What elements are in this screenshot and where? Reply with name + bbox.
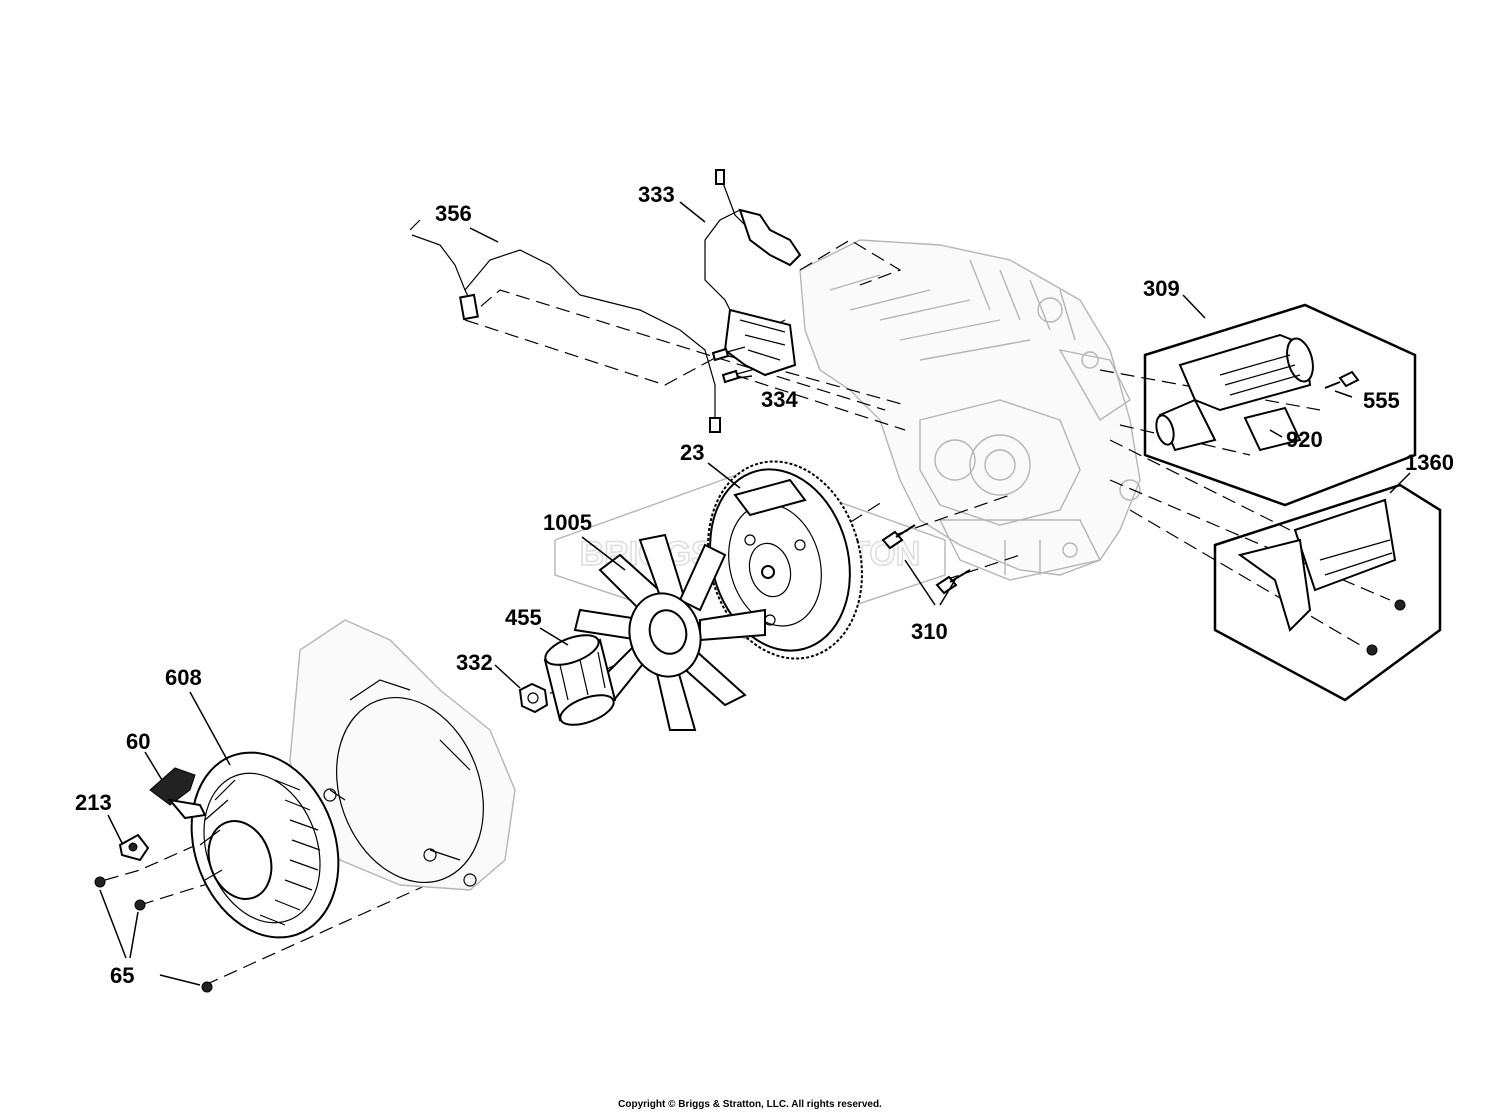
flywheel-nut-332 — [518, 682, 549, 714]
callout-60: 60 — [126, 729, 150, 754]
rope-guide-213 — [118, 833, 150, 862]
bolts-310 — [881, 524, 971, 595]
callout-920: 920 — [1286, 427, 1323, 452]
copyright-notice: Copyright © Briggs & Stratton, LLC. All … — [618, 1099, 882, 1110]
recoil-starter-60 — [190, 751, 340, 939]
starter-motor-kit-309 — [1143, 303, 1417, 507]
callout-310: 310 — [911, 619, 948, 644]
starter-handle — [149, 767, 207, 820]
starter-kit-1360 — [1213, 483, 1442, 702]
flywheel-23 — [707, 460, 863, 660]
callout-332: 332 — [456, 650, 493, 675]
callout-608: 608 — [165, 665, 202, 690]
starter-cup-455 — [543, 634, 617, 726]
callout-65: 65 — [110, 963, 134, 988]
leader-lines — [99, 201, 1411, 986]
callout-1360: 1360 — [1405, 450, 1454, 475]
callout-333: 333 — [638, 182, 675, 207]
callout-334: 334 — [761, 387, 798, 412]
callout-455: 455 — [505, 605, 542, 630]
wire-harness-356 — [409, 219, 721, 433]
ignition-armature-333 — [704, 169, 802, 377]
callout-1005: 1005 — [543, 510, 592, 535]
callout-213: 213 — [75, 790, 112, 815]
cooling-fan-1005 — [573, 533, 766, 731]
engine-block — [799, 239, 1141, 581]
callout-555: 555 — [1363, 388, 1400, 413]
blower-housing-608 — [289, 619, 516, 891]
screws-65 — [94, 876, 213, 993]
callout-356: 356 — [435, 201, 472, 226]
callout-labels: 356 333 334 309 555 920 1360 23 1005 310… — [75, 182, 1454, 988]
bolt-555 — [1324, 370, 1360, 389]
callout-23: 23 — [680, 440, 704, 465]
callout-309: 309 — [1143, 276, 1180, 301]
